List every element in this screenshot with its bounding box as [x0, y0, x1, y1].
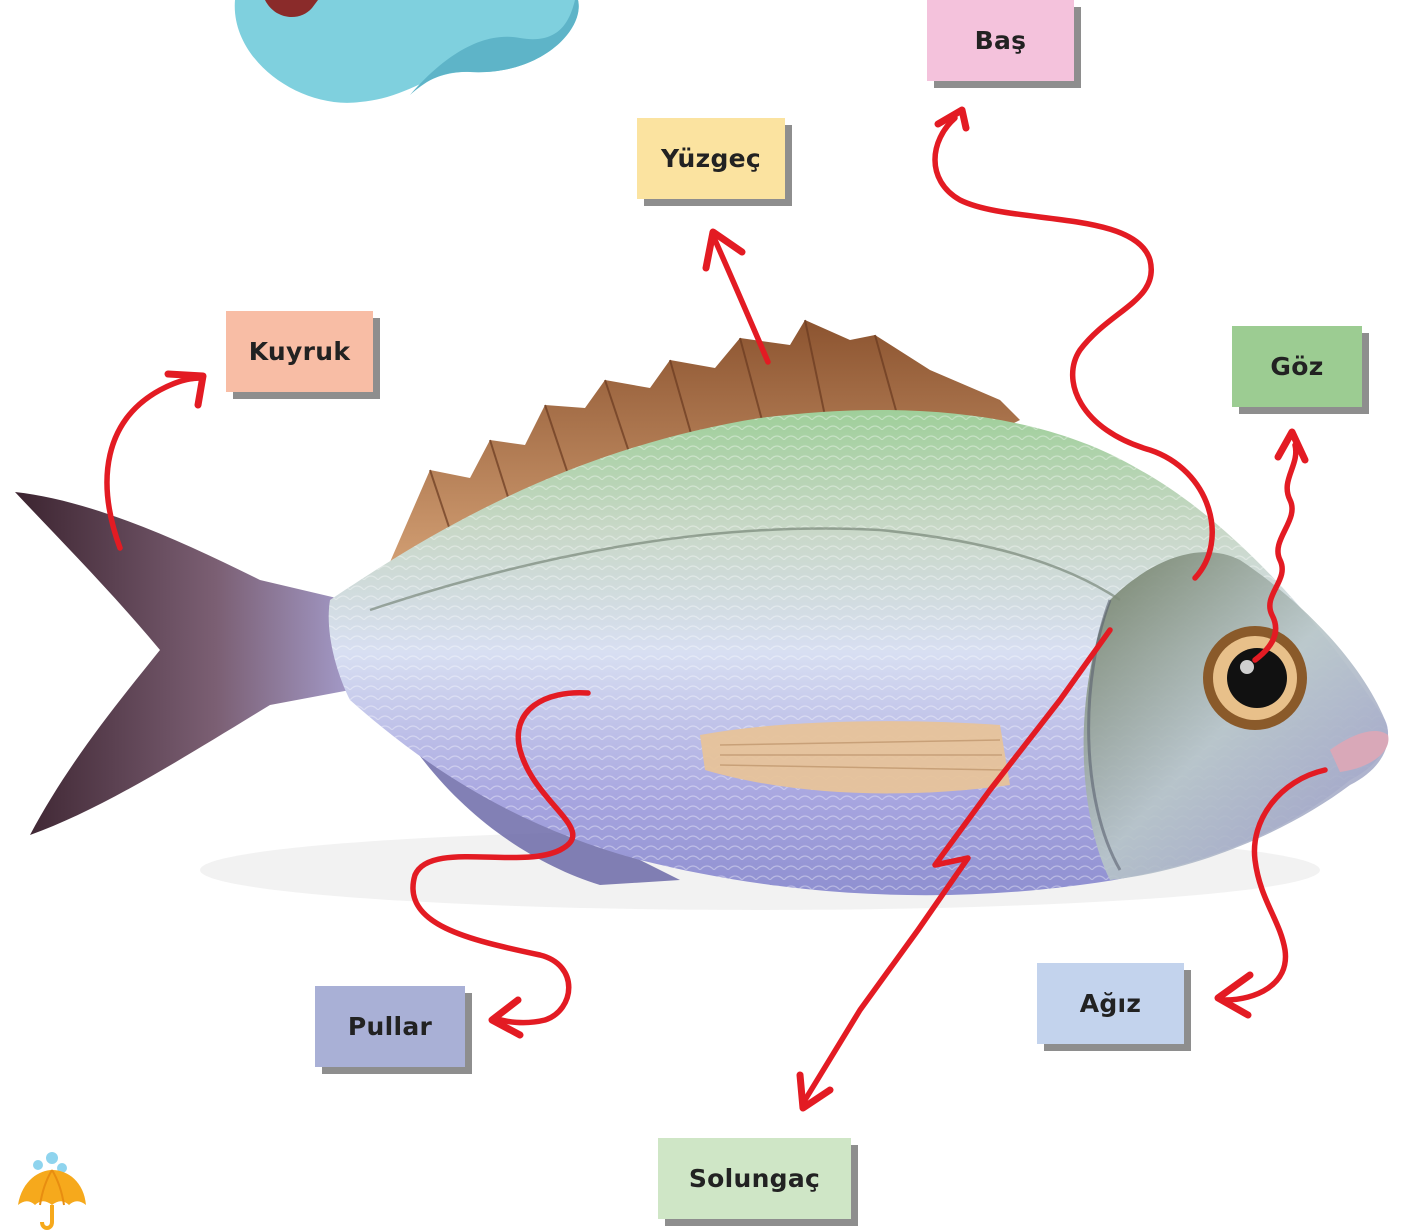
umbrella-icon — [18, 1152, 86, 1228]
fish-illustration — [15, 320, 1388, 910]
label-bas: Baş — [927, 0, 1074, 81]
label-pullar: Pullar — [315, 986, 465, 1067]
label-goz: Göz — [1232, 326, 1362, 407]
label-solungac: Solungaç — [658, 1138, 851, 1219]
label-yuzgec: Yüzgeç — [637, 118, 785, 199]
label-agiz: Ağız — [1037, 963, 1184, 1044]
label-kuyruk: Kuyruk — [226, 311, 373, 392]
cloud-decoration — [235, 0, 579, 103]
